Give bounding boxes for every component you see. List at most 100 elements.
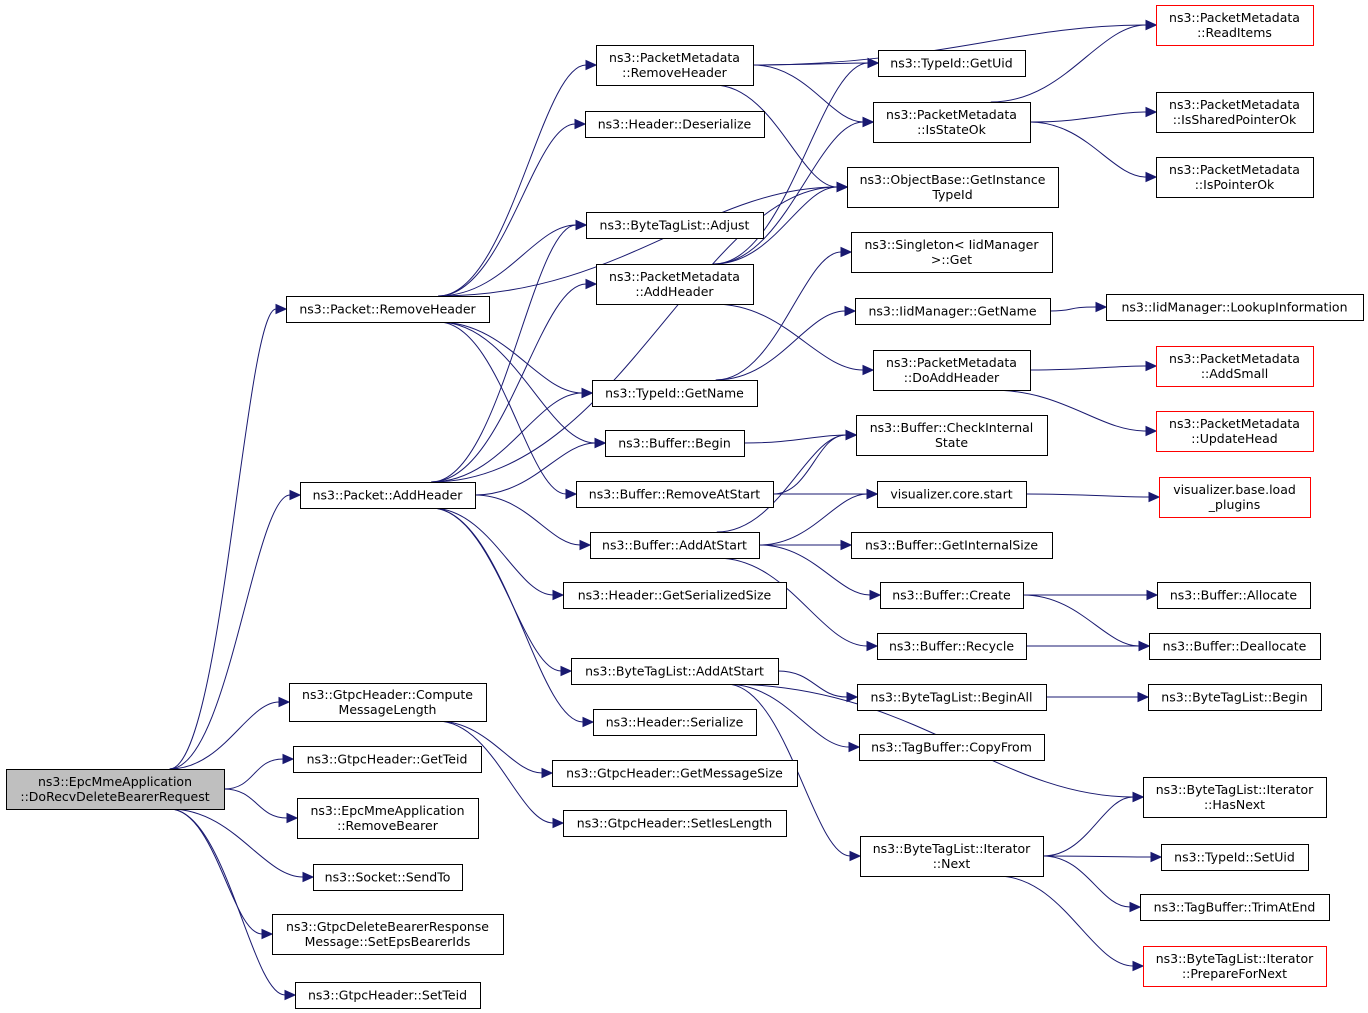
node-ns3-buffer-begin[interactable]: ns3::Buffer::Begin: [605, 430, 745, 457]
node-label: ns3::PacketMetadata: [1169, 10, 1300, 25]
node-ns3-singleton-iidmanager-get[interactable]: ns3::Singleton< IidManager>::Get: [851, 232, 1053, 273]
arrowhead: [565, 488, 578, 500]
arrowhead: [848, 741, 861, 753]
arrowhead: [1132, 791, 1145, 803]
node-ns3-packetmetadata-updatehead[interactable]: ns3::PacketMetadata::UpdateHead: [1156, 411, 1314, 452]
node-label: ns3::Buffer::RemoveAtStart: [589, 487, 761, 502]
node-ns3-iidmanager-getname[interactable]: ns3::IidManager::GetName: [855, 298, 1051, 325]
node-ns3-packetmetadata-readitems[interactable]: ns3::PacketMetadata::ReadItems: [1156, 5, 1314, 46]
edge-line: [438, 186, 838, 297]
edge-buf_removeat-to-buf_checkint: [772, 429, 858, 495]
node-ns3-header-deserialize[interactable]: ns3::Header::Deserialize: [585, 111, 765, 138]
edge-buf_addat-to-buf_checkint: [716, 429, 858, 533]
node-ns3-bytetaglist-begin[interactable]: ns3::ByteTagList::Begin: [1148, 684, 1322, 711]
node-label: ns3::IidManager::GetName: [868, 304, 1036, 319]
arrowhead: [849, 850, 862, 862]
arrowhead: [840, 246, 853, 258]
edge-pm_doadd-to-pm_addsmall: [1029, 360, 1158, 372]
node-ns3-bytetaglist-adjust[interactable]: ns3::ByteTagList::Adjust: [586, 212, 764, 239]
arrowhead: [284, 989, 297, 1001]
arrowhead: [866, 488, 879, 500]
edge-buf_create-to-buf_allocate: [1023, 589, 1159, 601]
node-box: [295, 982, 481, 1009]
edge-buf_create-to-buf_dealloc: [1022, 594, 1151, 652]
node-ns3-tagbuffer-trimatend[interactable]: ns3::TagBuffer::TrimAtEnd: [1140, 894, 1330, 921]
edge-line: [431, 283, 587, 483]
edge-btl_addat-to-btl_beginall: [777, 670, 859, 703]
node-ns3-gtpcdeletebearerresponsemessage-setepsbearerids[interactable]: ns3::GtpcDeleteBearerResponseMessage::Se…: [272, 914, 504, 955]
node-ns3-typeid-getname[interactable]: ns3::TypeId::GetName: [592, 380, 758, 407]
edge-pkt_remove-to-pm_remove: [438, 59, 598, 297]
node-ns3-tagbuffer-copyfrom[interactable]: ns3::TagBuffer::CopyFrom: [859, 734, 1045, 761]
node-ns3-bytetaglist-beginall[interactable]: ns3::ByteTagList::BeginAll: [857, 684, 1047, 711]
edge-line: [474, 442, 596, 496]
node-ns3-header-serialize[interactable]: ns3::Header::Serialize: [593, 709, 757, 736]
node-ns3-packetmetadata-ispointerok[interactable]: ns3::PacketMetadata::IsPointerOk: [1156, 157, 1314, 198]
node-label: ns3::ByteTagList::AddAtStart: [585, 664, 764, 679]
node-box: [1156, 157, 1314, 198]
node-ns3-gtpcheader-setteid[interactable]: ns3::GtpcHeader::SetTeid: [295, 982, 481, 1009]
node-box: [873, 350, 1031, 391]
edge-buf_addat-to-buf_create: [758, 544, 882, 601]
node-ns3-packetmetadata-removeheader[interactable]: ns3::PacketMetadata::RemoveHeader: [596, 45, 754, 86]
node-label: ns3::Buffer::CheckInternal: [870, 420, 1034, 435]
node-ns3-buffer-recycle[interactable]: ns3::Buffer::Recycle: [877, 633, 1027, 660]
node-ns3-packetmetadata-addsmall[interactable]: ns3::PacketMetadata::AddSmall: [1156, 346, 1314, 387]
node-ns3-epcmmeapplication-removebearer[interactable]: ns3::EpcMmeApplication::RemoveBearer: [297, 798, 479, 839]
node-ns3-buffer-allocate[interactable]: ns3::Buffer::Allocate: [1157, 582, 1311, 609]
node-ns3-packet-removeheader[interactable]: ns3::Packet::RemoveHeader: [286, 296, 490, 323]
edge-pkt_remove-to-hdr_deser: [438, 118, 587, 297]
arrowhead: [585, 59, 598, 71]
edge-line: [438, 224, 577, 297]
edge-gtpc_compute-to-gtpc_getmsgsize: [436, 720, 554, 779]
node-ns3-header-getserializedsize[interactable]: ns3::Header::GetSerializedSize: [563, 582, 787, 609]
node-box: [1143, 946, 1327, 987]
node-ns3-gtpcheader-setieslength[interactable]: ns3::GtpcHeader::SetIesLength: [563, 810, 787, 837]
node-label: ns3::PacketMetadata: [1169, 351, 1300, 366]
node-ns3-packetmetadata-issharedpointerok[interactable]: ns3::PacketMetadata::IsSharedPointerOk: [1156, 92, 1314, 133]
node-ns3-typeid-getuid[interactable]: ns3::TypeId::GetUid: [878, 50, 1026, 77]
arrowhead: [869, 589, 882, 601]
node-ns3-bytetaglist-iterator-hasnext[interactable]: ns3::ByteTagList::Iterator::HasNext: [1143, 777, 1327, 818]
node-visualizer-base-load-plugins[interactable]: visualizer.base.load_plugins: [1159, 477, 1311, 518]
node-ns3-buffer-deallocate[interactable]: ns3::Buffer::Deallocate: [1149, 633, 1321, 660]
node-ns3-packetmetadata-doaddheader[interactable]: ns3::PacketMetadata::DoAddHeader: [873, 350, 1031, 391]
node-ns3-typeid-setuid[interactable]: ns3::TypeId::SetUid: [1161, 844, 1309, 871]
node-ns3-packetmetadata-isstateok[interactable]: ns3::PacketMetadata::IsStateOk: [873, 102, 1031, 143]
edge-line: [752, 24, 1147, 66]
node-box: [289, 683, 487, 722]
node-ns3-buffer-getinternalsize[interactable]: ns3::Buffer::GetInternalSize: [851, 532, 1053, 559]
edge-line: [1042, 796, 1134, 857]
node-ns3-socket-sendto[interactable]: ns3::Socket::SendTo: [313, 864, 463, 891]
node-label: ns3::Buffer::Create: [892, 588, 1011, 603]
node-ns3-buffer-removeatstart[interactable]: ns3::Buffer::RemoveAtStart: [576, 481, 774, 508]
node-visualizer-core-start[interactable]: visualizer.core.start: [877, 481, 1027, 508]
edge-line: [1029, 121, 1147, 178]
node-ns3-iidmanager-lookupinformation[interactable]: ns3::IidManager::LookupInformation: [1106, 294, 1364, 321]
node-ns3-packet-addheader[interactable]: ns3::Packet::AddHeader: [300, 482, 476, 509]
node-ns3-bytetaglist-addatstart[interactable]: ns3::ByteTagList::AddAtStart: [571, 658, 779, 685]
node-ns3-bytetaglist-iterator-preparefornext[interactable]: ns3::ByteTagList::Iterator::PrepareForNe…: [1143, 946, 1327, 987]
arrowhead: [836, 181, 849, 193]
edge-root-to-sock_sendto: [169, 808, 315, 883]
node-ns3-packetmetadata-addheader[interactable]: ns3::PacketMetadata::AddHeader: [596, 264, 754, 305]
node-label: ns3::Header::GetSerializedSize: [578, 588, 772, 603]
node-box: [856, 415, 1048, 456]
edge-btl_addat-to-tb_copyfrom: [726, 683, 861, 753]
node-ns3-buffer-create[interactable]: ns3::Buffer::Create: [880, 582, 1024, 609]
node-ns3-bytetaglist-iterator-next[interactable]: ns3::ByteTagList::Iterator::Next: [860, 836, 1044, 877]
node-ns3-gtpcheader-getmessagesize[interactable]: ns3::GtpcHeader::GetMessageSize: [552, 760, 798, 787]
node-label: ::RemoveBearer: [337, 818, 439, 833]
node-label: ns3::TypeId::GetUid: [890, 56, 1012, 71]
node-ns3-buffer-addatstart[interactable]: ns3::Buffer::AddAtStart: [590, 532, 760, 559]
edge-root-to-gtpc_setids: [169, 808, 274, 940]
node-ns3-epcmmeapplication-dorecvdeletebearerrequest[interactable]: ns3::EpcMmeApplication::DoRecvDeleteBear…: [6, 769, 225, 810]
edge-line: [431, 507, 554, 596]
edge-line: [431, 186, 838, 483]
node-box: [855, 298, 1051, 325]
node-ns3-gtpcheader-getteid[interactable]: ns3::GtpcHeader::GetTeid: [293, 746, 482, 773]
